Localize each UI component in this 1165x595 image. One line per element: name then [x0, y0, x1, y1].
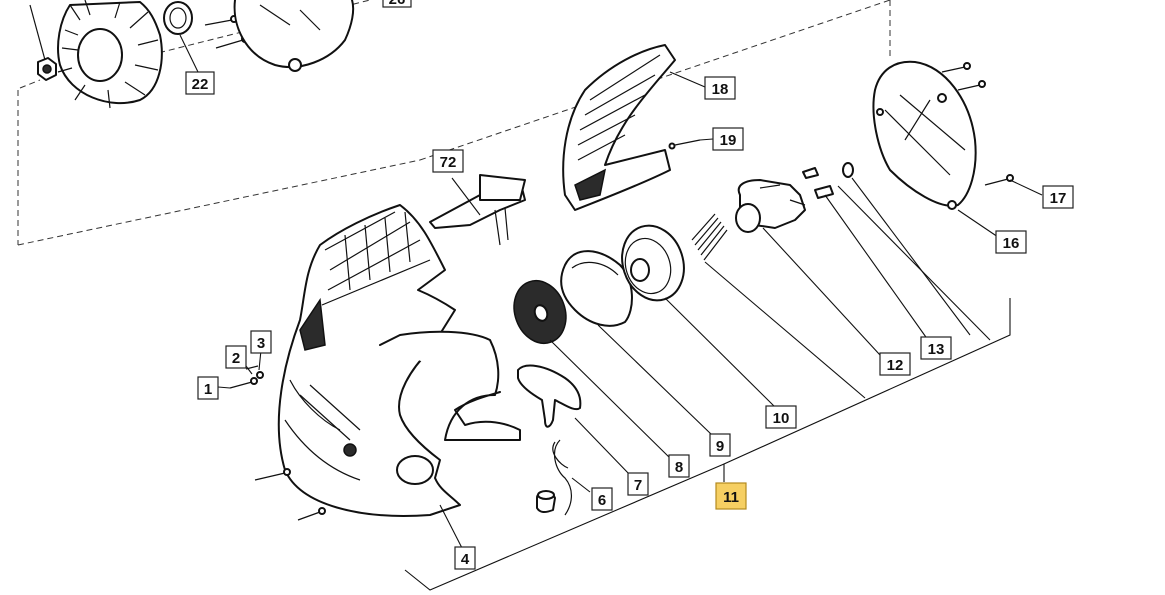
svg-text:16: 16	[1003, 235, 1020, 252]
leader-4	[439, 504, 463, 549]
svg-text:17: 17	[1050, 190, 1067, 207]
callout-10: 10	[765, 405, 797, 429]
callout-1: 1	[197, 376, 219, 400]
starter-hub	[735, 179, 881, 356]
callout-11: 11	[715, 482, 747, 510]
pawls	[802, 167, 929, 341]
seal-ring	[163, 1, 199, 73]
svg-text:12: 12	[887, 357, 904, 374]
cover-plate	[872, 60, 999, 238]
svg-text:4: 4	[461, 551, 470, 568]
svg-text:18: 18	[712, 81, 729, 98]
recoil-spring-cassette	[560, 250, 713, 436]
starter-housing	[277, 204, 521, 517]
callout-labels: 1 2 3 4 6 7 8 9	[185, 0, 1074, 570]
callout-12: 12	[879, 352, 911, 376]
svg-text:11: 11	[723, 489, 739, 506]
callout-18: 18	[704, 76, 736, 100]
assembly-bracket-11	[404, 298, 1011, 591]
starter-handle	[517, 364, 631, 476]
callout-4: 4	[454, 546, 476, 570]
clip	[837, 162, 991, 341]
svg-text:19: 19	[720, 132, 737, 149]
svg-text:26: 26	[389, 0, 406, 8]
callout-2: 2	[225, 345, 247, 369]
callout-13: 13	[920, 336, 952, 360]
svg-text:10: 10	[773, 410, 790, 427]
rope-pulley	[621, 224, 777, 409]
housing-screws-lower	[254, 468, 326, 521]
callout-26: 26	[382, 0, 412, 8]
svg-text:22: 22	[192, 76, 209, 93]
svg-text:7: 7	[634, 477, 642, 494]
svg-text:2: 2	[232, 350, 240, 367]
rope-plug	[536, 490, 556, 514]
callout-17: 17	[1042, 185, 1074, 209]
callout-16: 16	[995, 230, 1027, 254]
callout-9: 9	[709, 433, 731, 457]
svg-text:9: 9	[716, 438, 724, 455]
callout-7: 7	[627, 472, 649, 496]
callout-8: 8	[668, 454, 690, 478]
svg-text:3: 3	[257, 335, 265, 352]
svg-text:1: 1	[204, 381, 212, 398]
callout-3: 3	[250, 330, 272, 354]
crankcase-housing	[233, 0, 355, 72]
svg-text:72: 72	[440, 154, 457, 171]
svg-text:6: 6	[598, 492, 606, 509]
callout-6: 6	[591, 487, 613, 511]
spring-disc	[513, 279, 673, 461]
pin	[668, 138, 714, 150]
screw-set-left	[217, 349, 264, 389]
callout-72: 72	[432, 149, 464, 173]
nut	[29, 4, 57, 81]
rope-guide-bracket	[429, 174, 526, 246]
callout-19: 19	[712, 127, 744, 151]
starter-rope	[552, 439, 591, 516]
callout-22: 22	[185, 71, 215, 95]
svg-text:8: 8	[675, 459, 683, 476]
intake-grill-cover	[562, 44, 706, 211]
cover-screws	[941, 62, 1043, 196]
coil-spring	[691, 213, 866, 399]
flywheel	[57, 0, 163, 109]
svg-text:13: 13	[928, 341, 945, 358]
